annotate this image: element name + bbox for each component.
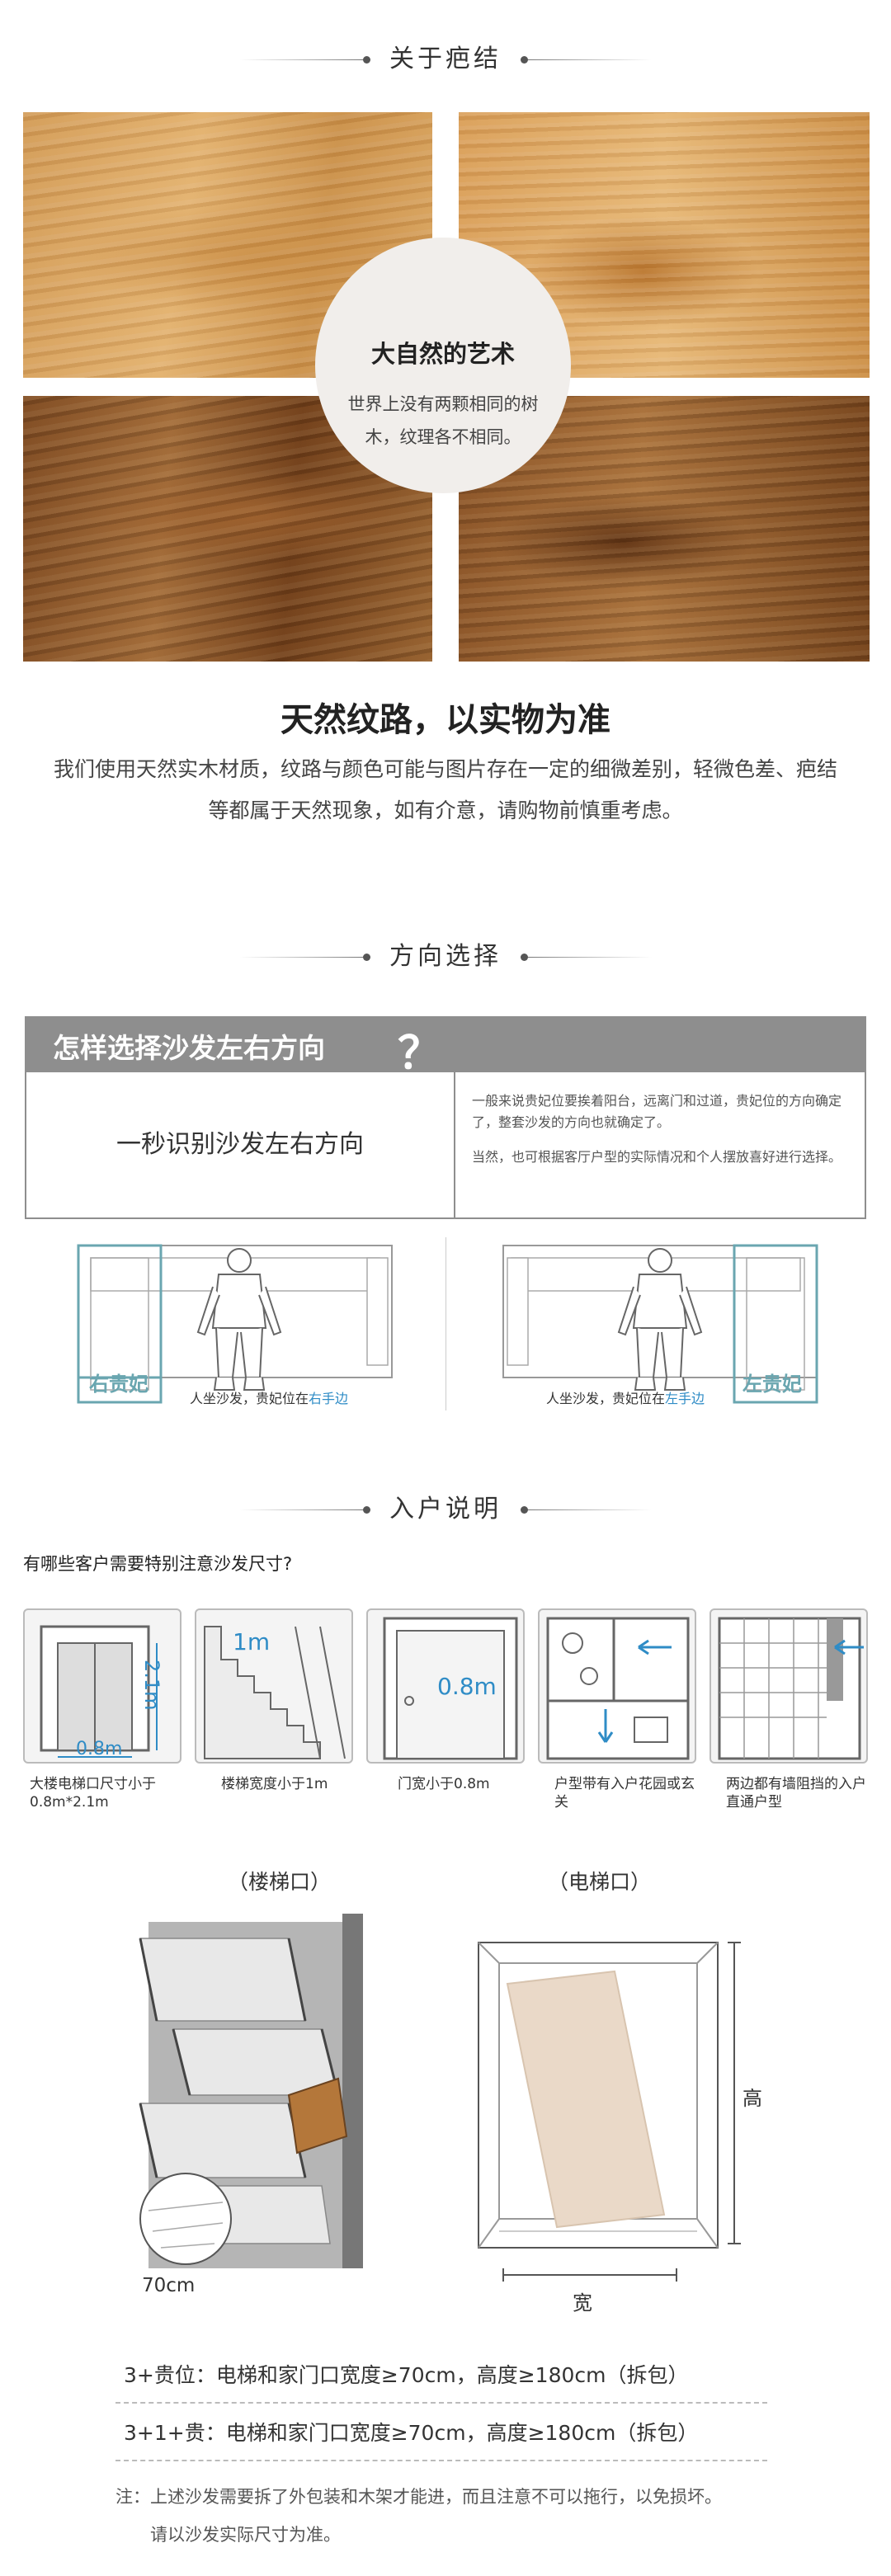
- floorplan-walls-icon: [718, 1617, 864, 1760]
- direction-right-text: 一般来说贵妃位要挨着阳台，远离门和过道，贵妃位的方向确定了，整套沙发的方向也就确…: [472, 1090, 851, 1168]
- section-title-direction: 方向选择: [0, 939, 891, 975]
- direction-banner: 怎样选择沙发左右方向 ？: [25, 1016, 866, 1079]
- section-title-knots: 关于疤结: [0, 41, 891, 78]
- card-stairs: 1m: [195, 1608, 353, 1764]
- door-icon: [383, 1617, 518, 1760]
- card-caption: 楼梯宽度小于1m: [221, 1776, 328, 1792]
- floorplan-garden-icon: [546, 1617, 690, 1760]
- wood-disclaimer: 我们使用天然实木材质，纹路与颜色可能与图片存在一定的细微差别，轻微色差、疤结等都…: [53, 757, 837, 822]
- section-title-text: 方向选择: [389, 942, 502, 971]
- stair-label: （楼梯口）: [228, 1870, 332, 1894]
- card-caption: 户型带有入户花园或玄关: [554, 1776, 695, 1811]
- elevator-height-label: 高: [742, 2087, 762, 2110]
- badge-desc: 世界上没有两颗相同的树木，纹理各不相同。: [347, 394, 539, 447]
- note-line-2: 请以沙发实际尺寸为准。: [150, 2525, 341, 2545]
- card-walls: [710, 1608, 868, 1764]
- divider: [116, 2460, 767, 2461]
- direction-explainer: 一秒识别沙发左右方向 一般来说贵妃位要挨着阳台，远离门和过道，贵妃位的方向确定了…: [25, 1072, 866, 1219]
- divider: [116, 2402, 767, 2404]
- elevator-icon: [40, 1625, 158, 1758]
- elevator-height-dim: 2.1m: [140, 1660, 163, 1711]
- elevator-label: （电梯口）: [548, 1870, 652, 1894]
- section-title-entry: 入户说明: [0, 1491, 891, 1528]
- elevator-illustration: [478, 1942, 719, 2249]
- direction-tip-1: 一般来说贵妃位要挨着阳台，远离门和过道，贵妃位的方向确定了，整套沙发的方向也就确…: [472, 1093, 842, 1130]
- sofa-right-chaise: 右贵妃 人坐沙发，贵妃位在右手边: [74, 1237, 404, 1422]
- section-title-text: 入户说明: [389, 1495, 502, 1523]
- headline: 天然纹路，以实物为准: [280, 701, 610, 739]
- note-line-1: 注：上述沙发需要拆了外包装和木架才能进，而且注意不可以拖行，以免损坏。: [116, 2487, 722, 2507]
- sofa-left-chaise: 左贵妃 人坐沙发，贵妃位在左手边: [495, 1237, 825, 1422]
- card-caption: 大楼电梯口尺寸小于0.8m*2.1m: [30, 1776, 156, 1811]
- sofa-left-caption: 人坐沙发，贵妃位在左手边: [546, 1391, 705, 1406]
- direction-left-text: 一秒识别沙发左右方向: [116, 1130, 364, 1159]
- sofa-right-label: 右贵妃: [89, 1373, 148, 1396]
- card-door: 0.8m: [366, 1608, 525, 1764]
- entry-question: 有哪些客户需要特别注意沙发尺寸?: [23, 1554, 293, 1574]
- badge-title: 大自然的艺术: [370, 340, 515, 368]
- stairs-icon: [204, 1626, 346, 1759]
- nature-art-badge: 大自然的艺术 世界上没有两颗相同的树木，纹理各不相同。: [315, 238, 571, 493]
- stair-width-dim: 1m: [233, 1628, 271, 1655]
- sofa-right-illustration: [77, 1244, 393, 1404]
- width-dimension-line: [502, 2268, 677, 2282]
- card-caption: 门宽小于0.8m: [398, 1776, 490, 1792]
- rule-3-plus-chaise: 3+贵位：电梯和家门口宽度≥70cm，高度≥180cm（拆包）: [124, 2363, 689, 2387]
- stairwell-illustration: [139, 1914, 363, 2268]
- door-width-dim: 0.8m: [437, 1673, 497, 1700]
- sofa-left-illustration: [502, 1244, 818, 1404]
- sofa-right-caption: 人坐沙发，贵妃位在右手边: [190, 1391, 349, 1406]
- banner-title: 怎样选择沙发左右方向: [53, 1032, 325, 1064]
- card-caption: 两边都有墙阻挡的入户直通户型: [726, 1776, 866, 1811]
- section-title-text: 关于疤结: [389, 45, 502, 73]
- card-garden: [538, 1608, 696, 1764]
- direction-tip-2: 当然，也可根据客厅户型的实际情况和个人摆放喜好进行选择。: [472, 1149, 842, 1165]
- rule-3-1-chaise: 3+1+贵：电梯和家门口宽度≥70cm，高度≥180cm（拆包）: [124, 2421, 699, 2445]
- elevator-width-dim: 0.8m: [76, 1739, 123, 1759]
- card-elevator: 2.1m 0.8m: [23, 1608, 182, 1764]
- elevator-width-label: 宽: [573, 2291, 592, 2315]
- sofa-left-label: 左贵妃: [742, 1373, 802, 1396]
- question-mark-icon: ？: [398, 1027, 442, 1079]
- height-dimension-line: [728, 1942, 741, 2244]
- note: 注：上述沙发需要拆了外包装和木架才能进，而且注意不可以拖行，以免损坏。 请以沙发…: [116, 2478, 858, 2554]
- stair-width-label: 70cm: [142, 2275, 196, 2296]
